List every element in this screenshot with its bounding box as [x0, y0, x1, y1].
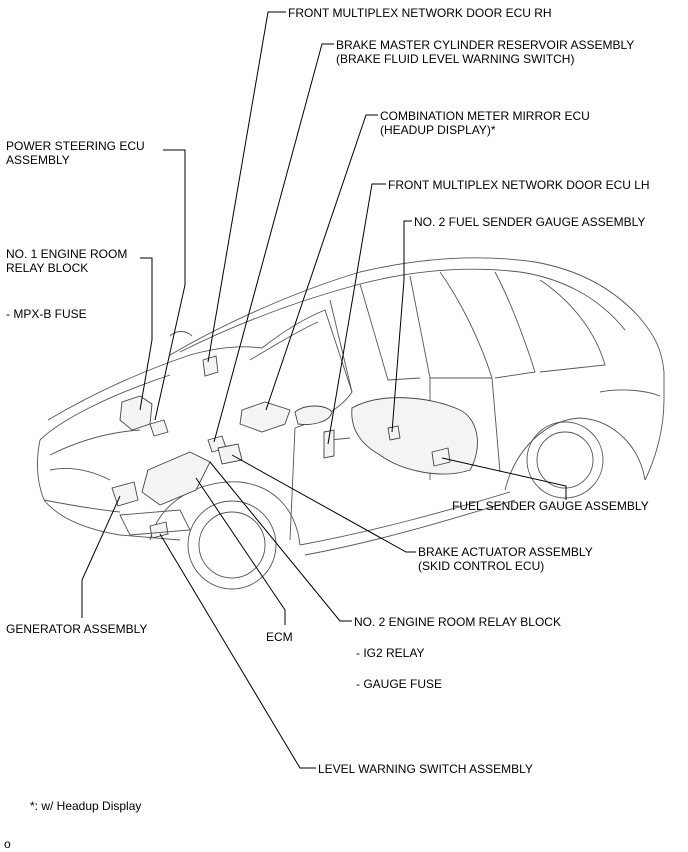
no2-fuel-sender-icon: [387, 425, 401, 441]
engine-relay-block-icon: [141, 451, 211, 506]
components: [111, 355, 478, 539]
power-steering-ecu-icon: [119, 395, 153, 431]
generator-icon: [111, 481, 139, 507]
label-combination-meter: COMBINATION METER MIRROR ECU: [380, 109, 590, 123]
fuel-sender-icon: [431, 447, 451, 467]
label-ecm: ECM: [266, 630, 293, 644]
label-mpxb-fuse: - MPX-B FUSE: [6, 307, 87, 321]
corner-mark: o: [4, 837, 11, 851]
label-front-door-ecu-lh: FRONT MULTIPLEX NETWORK DOOR ECU LH: [388, 178, 650, 192]
label-brake-master-cylinder: BRAKE MASTER CYLINDER RESERVOIR ASSEMBLY: [336, 38, 635, 52]
footnote: *: w/ Headup Display: [30, 799, 142, 813]
label-no2-engine-room-relay: NO. 2 ENGINE ROOM RELAY BLOCK: [354, 615, 561, 629]
label-generator: GENERATOR ASSEMBLY: [6, 622, 148, 636]
label-ig2-relay: - IG2 RELAY: [356, 646, 425, 660]
combination-meter-ecu-icon: [239, 401, 291, 433]
door-ecu-rh-icon: [202, 355, 219, 377]
label-no1-relay-block: RELAY BLOCK: [6, 261, 89, 275]
fuel-tank-icon: [351, 397, 478, 475]
brake-actuator-icon: [217, 443, 243, 465]
label-brake-fluid-switch: (BRAKE FLUID LEVEL WARNING SWITCH): [336, 52, 575, 66]
label-fuel-sender: FUEL SENDER GAUGE ASSEMBLY: [452, 499, 649, 513]
label-power-steering-assembly: ASSEMBLY: [6, 153, 70, 167]
car-outline: [36, 257, 665, 590]
door-ecu-lh-icon: [323, 429, 335, 459]
leader-lines: [81, 11, 567, 769]
label-no1-engine-room: NO. 1 ENGINE ROOM: [6, 247, 128, 261]
label-front-door-ecu-rh: FRONT MULTIPLEX NETWORK DOOR ECU RH: [288, 6, 552, 20]
label-level-warning-switch: LEVEL WARNING SWITCH ASSEMBLY: [318, 762, 533, 776]
no1-relay-block-icon: [149, 419, 169, 437]
label-power-steering: POWER STEERING ECU: [6, 139, 145, 153]
label-no2-fuel-sender: NO. 2 FUEL SENDER GAUGE ASSEMBLY: [414, 215, 646, 229]
label-brake-actuator: BRAKE ACTUATOR ASSEMBLY: [418, 545, 593, 559]
label-gauge-fuse: - GAUGE FUSE: [356, 677, 443, 691]
label-headup-display: (HEADUP DISPLAY)*: [380, 123, 496, 137]
level-warning-switch-icon: [149, 521, 169, 539]
label-skid-control-ecu: (SKID CONTROL ECU): [418, 559, 545, 573]
